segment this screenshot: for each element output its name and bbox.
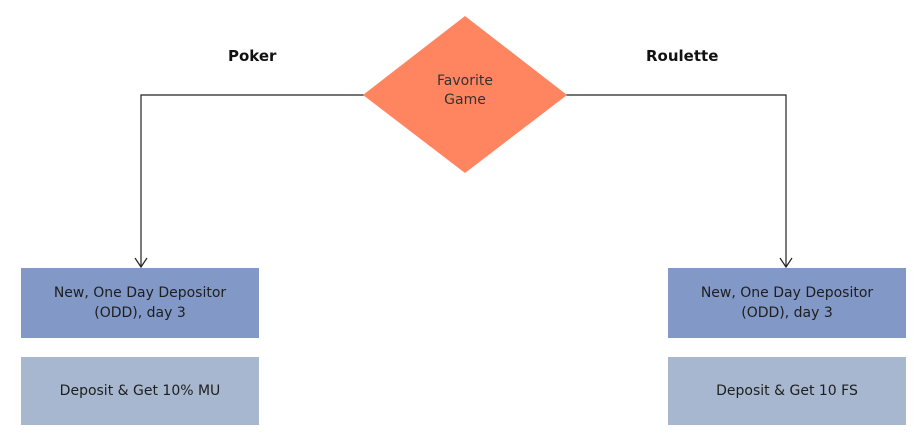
branch-label-roulette: Roulette (646, 47, 719, 65)
segment-box-poker: New, One Day Depositor (ODD), day 3 (21, 268, 259, 338)
decision-label: Favorite Game (437, 73, 493, 108)
arrowhead-left (134, 257, 148, 269)
segment-text-roulette: New, One Day Depositor (ODD), day 3 (700, 285, 874, 321)
segment-box-roulette: New, One Day Depositor (ODD), day 3 (668, 268, 906, 338)
decision-diamond (363, 16, 567, 173)
connector-right (565, 94, 787, 266)
offer-text-roulette: Deposit & Get 10 FS (716, 383, 858, 399)
offer-box-roulette: Deposit & Get 10 FS (668, 357, 906, 425)
arrowhead-right (779, 257, 793, 269)
segment-text-poker: New, One Day Depositor (ODD), day 3 (53, 285, 227, 321)
connector-left (140, 94, 365, 266)
offer-text-poker: Deposit & Get 10% MU (59, 383, 221, 399)
branch-label-poker: Poker (228, 47, 277, 65)
offer-box-poker: Deposit & Get 10% MU (21, 357, 259, 425)
